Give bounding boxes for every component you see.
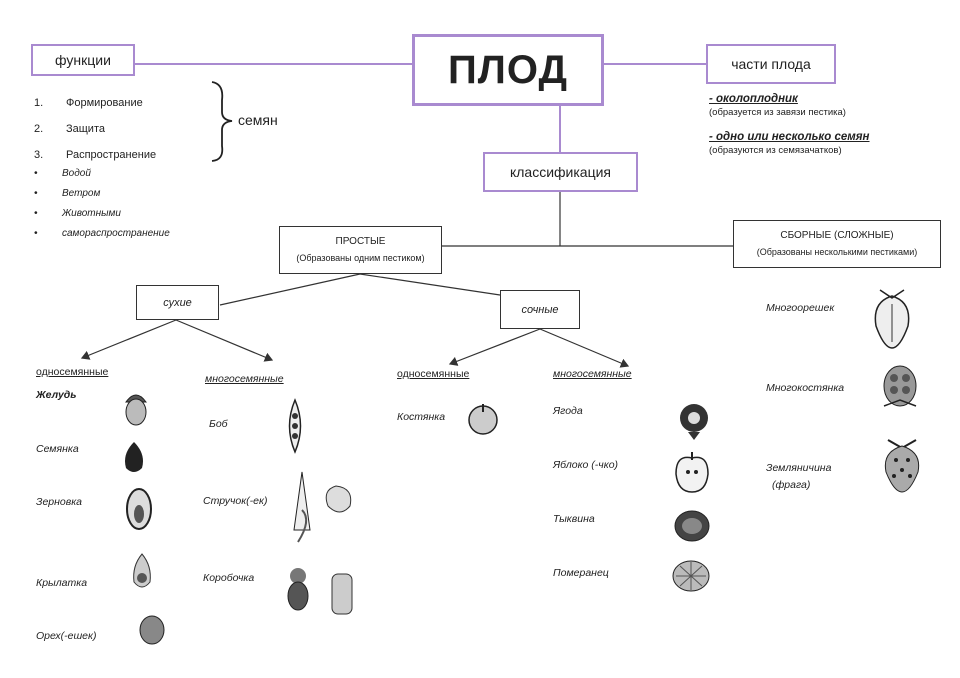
- acorn-icon: [125, 394, 147, 426]
- dry-one-seed-title: односемянные: [36, 366, 109, 378]
- functions-num: 1.: [34, 97, 44, 109]
- part-name: - одно или несколько семян: [709, 131, 870, 143]
- hesperidium-icon: [672, 560, 710, 592]
- spread-item: Животными: [62, 208, 121, 219]
- fruit-label: Орех(-ешек): [36, 630, 97, 642]
- classification-box: классификация: [483, 152, 638, 192]
- polydrupe-icon: [883, 365, 917, 407]
- fruit-label: Зерновка: [36, 496, 83, 508]
- simple-title: ПРОСТЫЕ: [335, 236, 386, 247]
- dry-box: сухие: [136, 285, 219, 320]
- fruit-label: Костянка: [397, 411, 446, 423]
- fruit-label: Многокостянка: [766, 382, 845, 394]
- brace-label: семян: [238, 112, 278, 128]
- spread-item: самораспространение: [62, 228, 170, 239]
- function-item: Защита: [66, 123, 105, 135]
- fruit-label: (фрага): [772, 479, 811, 491]
- fruit-label: Стручок(-ек): [203, 495, 268, 507]
- juicy-one-seed-title: односемянные: [397, 368, 470, 380]
- spread-item: Ветром: [62, 188, 101, 199]
- strawberry-icon: [884, 439, 920, 493]
- fruit-label: Желудь: [36, 389, 77, 401]
- compound-note: (Образованы несколькими пестиками): [756, 247, 918, 257]
- part-name: - околоплодник: [709, 93, 798, 105]
- simple-box: ПРОСТЫЕ (Образованы одним пестиком): [279, 226, 442, 274]
- juicy-box: сочные: [500, 290, 580, 329]
- capsule-icon: [287, 568, 353, 615]
- function-item: Формирование: [66, 97, 143, 109]
- simple-note: (Образованы одним пестиком): [296, 253, 425, 263]
- fruit-label: Боб: [209, 418, 228, 430]
- fruit-label: Тыквина: [553, 513, 595, 525]
- fruit-label: Ягода: [553, 405, 583, 417]
- fruit-label: Семянка: [36, 443, 79, 455]
- functions-list: 1. Формирование 2. Защита 3. Распространени…: [34, 90, 156, 168]
- functions-title: функции: [31, 44, 135, 76]
- drupe-icon: [468, 404, 498, 435]
- silique-icon: [293, 471, 352, 543]
- dry-many-seed-title: многосемянные: [205, 373, 284, 385]
- achene-icon: [125, 442, 143, 472]
- berry-icon: [680, 404, 708, 440]
- apple-icon: [675, 452, 709, 493]
- fruit-label: Земляничина: [766, 462, 832, 474]
- part-note: (образуются из семязачатков): [709, 145, 842, 156]
- fruit-label: Крылатка: [36, 577, 88, 589]
- nut-icon: [139, 615, 165, 645]
- spread-item: Водой: [62, 168, 91, 179]
- functions-num: 3.: [34, 149, 44, 161]
- fruit-label: Померанец: [553, 567, 609, 579]
- functions-num: 2.: [34, 123, 44, 135]
- caryopsis-icon: [126, 488, 152, 530]
- polynut-icon: [874, 289, 910, 349]
- legume-icon: [288, 398, 302, 454]
- parts-title: части плода: [706, 44, 836, 84]
- juicy-many-seed-title: многосемянные: [553, 368, 632, 380]
- main-title: ПЛОД: [412, 34, 604, 106]
- spread-list: •Водой •Ветром •Животными •самораспростр…: [34, 168, 170, 239]
- fruit-label: Коробочка: [203, 572, 255, 584]
- compound-title: СБОРНЫЕ (СЛОЖНЫЕ): [780, 230, 894, 241]
- parts-list: - околоплодник (образуется из завязи пес…: [709, 92, 870, 158]
- fruit-label: Многоорешек: [766, 302, 835, 314]
- samara-icon: [133, 553, 151, 588]
- fruit-label: Яблоко (-чко): [553, 459, 619, 471]
- pepo-icon: [674, 510, 710, 542]
- part-note: (образуется из завязи пестика): [709, 107, 846, 118]
- function-item: Распространение: [66, 149, 157, 161]
- compound-box: СБОРНЫЕ (СЛОЖНЫЕ) (Образованы нескольким…: [733, 220, 941, 268]
